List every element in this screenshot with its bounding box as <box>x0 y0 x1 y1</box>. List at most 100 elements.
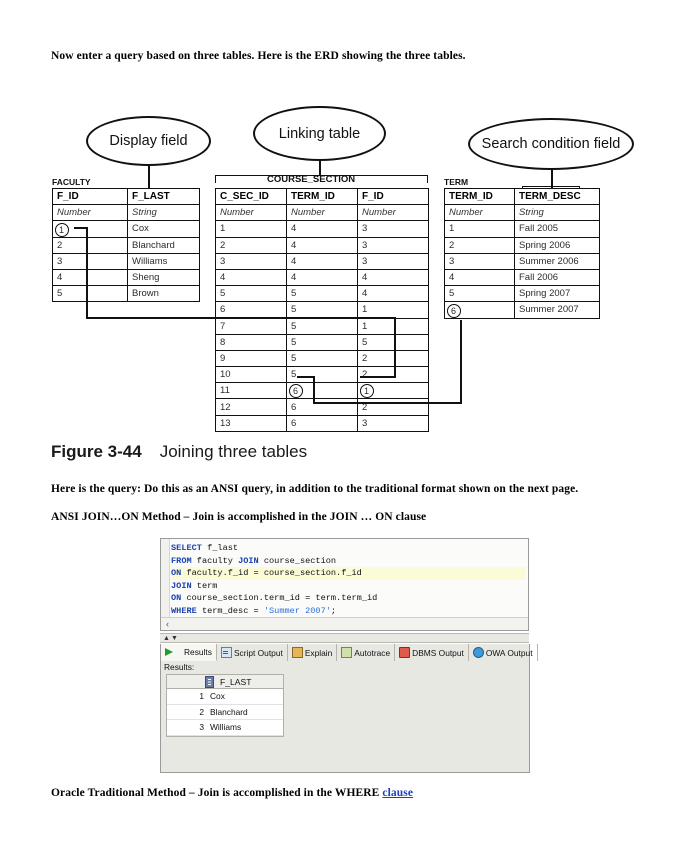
tab-label: OWA Output <box>485 647 533 658</box>
tab-label: Results <box>184 647 212 657</box>
erd-cell: Sheng <box>127 268 200 287</box>
row-value: Williams <box>210 722 242 733</box>
erd-cell: Blanchard <box>127 236 200 254</box>
join-line-term-b <box>313 402 462 404</box>
erd-cell: 1 <box>357 317 429 335</box>
erd-cell: 4 <box>286 236 358 254</box>
erd-col-header: F_LAST <box>127 187 200 206</box>
erd-cell: 5 <box>357 333 429 351</box>
table-name-course-section: COURSE_SECTION <box>267 174 356 185</box>
erd-cell: 1 <box>444 220 515 238</box>
erd-cell-circled: 1 <box>52 220 128 238</box>
scroll-left-icon[interactable]: ‹ <box>166 619 169 629</box>
erd-cell: 4 <box>52 268 128 287</box>
erd-cell: Spring 2006 <box>514 236 600 254</box>
erd-col-header: F_ID <box>357 187 429 206</box>
erd-cell: 3 <box>357 414 429 432</box>
results-column-f-last[interactable]: F_LAST <box>220 676 252 687</box>
erd-cell: Cox <box>127 220 200 238</box>
row-number: 2 <box>199 706 204 717</box>
splitter-down-icon[interactable]: ▼ <box>171 635 178 642</box>
tab-autotrace[interactable]: Autotrace <box>337 644 396 661</box>
ansi-method-heading: ANSI JOIN…ON Method – Join is accomplish… <box>51 511 427 523</box>
erd-cell: 7 <box>215 317 287 335</box>
erd-col-type: Number <box>357 204 429 222</box>
erd-cell: Spring 2007 <box>514 285 600 303</box>
script-output-icon <box>220 647 232 658</box>
erd-col-type: String <box>514 204 600 222</box>
column-menu-icon[interactable] <box>205 675 214 688</box>
sql-line: FROM faculty JOIN course_section <box>171 555 337 566</box>
sql-line: ON course_section.term_id = term.term_id <box>171 593 378 604</box>
callout-search-condition-field: Search condition field <box>468 118 634 170</box>
join-line-term-d <box>297 376 315 378</box>
pane-splitter[interactable]: ▲ ▼ <box>160 633 529 643</box>
erd-cell: Williams <box>127 252 200 270</box>
join-line-faculty-c <box>86 317 396 319</box>
join-line-term-c <box>313 376 315 404</box>
erd-cell: 5 <box>286 366 358 384</box>
tab-dbms-output[interactable]: DBMS Output <box>395 644 469 661</box>
erd-cell: 5 <box>286 333 358 351</box>
traditional-method-text: Oracle Traditional Method – Join is acco… <box>51 787 383 799</box>
autotrace-icon <box>341 647 353 658</box>
erd-col-header: C_SEC_ID <box>215 187 287 206</box>
erd-cell: 5 <box>286 301 358 319</box>
callout-linking-table-stem <box>319 161 321 176</box>
callout-linking-table-bracket <box>215 175 428 183</box>
erd-col-type: Number <box>215 204 287 222</box>
tab-script-output[interactable]: Script Output <box>217 644 288 661</box>
tab-label: Script Output <box>233 647 283 658</box>
dbms-output-icon <box>399 647 411 658</box>
tab-label: Explain <box>304 647 333 658</box>
erd-cell: 3 <box>357 220 429 238</box>
erd-cell: 5 <box>52 285 128 303</box>
editor-horizontal-scrollbar[interactable]: ‹ <box>161 617 528 630</box>
intro-paragraph: Now enter a query based on three tables.… <box>51 50 466 62</box>
callout-search-condition-stem <box>551 170 553 188</box>
tab-owa-output[interactable]: OWA Output <box>469 644 538 661</box>
tab-results[interactable]: Results <box>161 644 217 661</box>
erd-cell: 5 <box>286 317 358 335</box>
results-grid-header[interactable]: F_LAST <box>167 675 283 689</box>
row-number: 1 <box>199 691 204 702</box>
tab-explain[interactable]: Explain <box>288 644 338 661</box>
erd-cell: 8 <box>215 333 287 351</box>
clause-link[interactable]: clause <box>382 787 414 799</box>
figure-title: Joining three tables <box>159 442 308 461</box>
callout-display-field-stem <box>148 166 150 190</box>
erd-cell: 4 <box>286 220 358 238</box>
erd-cell: 10 <box>215 366 287 384</box>
erd-col-type: Number <box>286 204 358 222</box>
sql-line: WHERE term_desc = 'Summer 2007'; <box>171 605 337 616</box>
splitter-up-icon[interactable]: ▲ <box>163 635 170 642</box>
